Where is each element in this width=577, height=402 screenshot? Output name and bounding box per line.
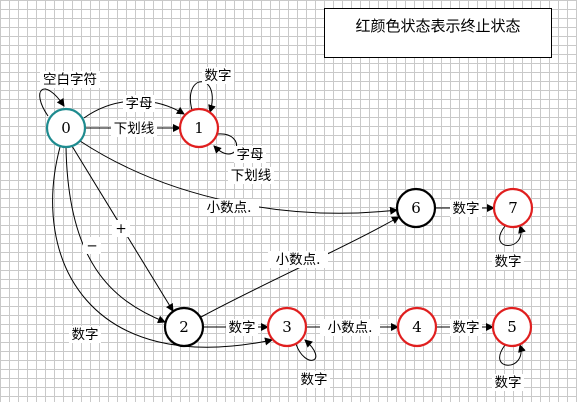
- state-3-label: 3: [282, 318, 292, 336]
- state-4-circle: [396, 306, 438, 348]
- transition-label-bg: [320, 319, 380, 336]
- transition-label-0-1: 下划线: [114, 121, 155, 137]
- transition-label-bg: [450, 319, 482, 336]
- transition-arrow-7-7: [499, 225, 526, 246]
- transition-label-0-6: 小数点.: [207, 200, 252, 216]
- state-6-circle: [395, 187, 437, 229]
- transition-label-6-7: 数字: [453, 201, 480, 217]
- transition-label-bg: [199, 199, 259, 216]
- state-2-label: 2: [179, 318, 189, 336]
- transition-label-bg: [226, 319, 258, 336]
- state-4-label: 4: [412, 318, 422, 336]
- transition-label-bg: [69, 326, 101, 343]
- transition-label-2-3: 数字: [229, 320, 256, 336]
- transition-label-0-3: 数字: [72, 327, 99, 343]
- transition-label-bg: [492, 374, 524, 391]
- state-2-circle: [163, 306, 205, 348]
- legend-box: 红颜色状态表示终止状态: [324, 8, 552, 58]
- transition-label-bg: [450, 200, 482, 217]
- transition-arrow-0-3: [52, 146, 273, 348]
- transition-label-bg: [123, 95, 155, 112]
- transition-label-3-4: 小数点.: [328, 320, 373, 336]
- state-6-label: 6: [411, 199, 421, 217]
- state-3-circle: [266, 306, 308, 348]
- transition-label-1-1: 数字: [205, 68, 232, 84]
- transition-label-bg: [268, 251, 328, 268]
- transition-label-0-0: 空白字符: [43, 72, 97, 88]
- transition-label-bg: [298, 371, 330, 388]
- transition-label-bg: [202, 67, 234, 84]
- transition-label-bg: [40, 71, 100, 88]
- transition-label-4-5: 数字: [453, 320, 480, 336]
- transition-label-0-2: +: [115, 221, 126, 237]
- transition-arrow-5-5: [499, 344, 526, 366]
- transition-label-bg: [112, 220, 130, 237]
- transition-arrow-0-0: [39, 88, 65, 117]
- transition-label-1-1: 下划线: [231, 168, 272, 184]
- transition-arrow-1-1: [213, 133, 238, 155]
- transition-arrow-0-2: [65, 146, 166, 324]
- transition-arrow-1-1: [189, 81, 216, 113]
- transition-label-7-7: 数字: [495, 254, 522, 270]
- legend-text: 红颜色状态表示终止状态: [355, 17, 521, 35]
- state-0-label: 0: [61, 119, 71, 137]
- state-0-circle: [45, 107, 87, 149]
- transition-label-1-1: 字母: [237, 147, 264, 163]
- transition-label-bg: [111, 120, 157, 137]
- state-5-label: 5: [507, 318, 517, 336]
- transition-label-bg: [234, 146, 266, 163]
- state-5-circle: [491, 306, 533, 348]
- state-1-circle: [178, 107, 220, 149]
- transition-label-0-2: −: [86, 238, 97, 254]
- state-7-circle: [492, 187, 534, 229]
- transition-arrow-3-3: [295, 339, 317, 361]
- transition-label-3-3: 数字: [301, 372, 328, 388]
- transition-label-bg: [492, 253, 524, 270]
- transition-label-2-6: 小数点.: [276, 252, 321, 268]
- transition-label-0-1: 字母: [126, 96, 153, 112]
- state-7-label: 7: [508, 199, 518, 217]
- transition-label-5-5: 数字: [495, 375, 522, 391]
- transition-label-bg: [83, 237, 101, 254]
- transition-label-bg: [228, 167, 274, 184]
- state-1-label: 1: [194, 119, 204, 137]
